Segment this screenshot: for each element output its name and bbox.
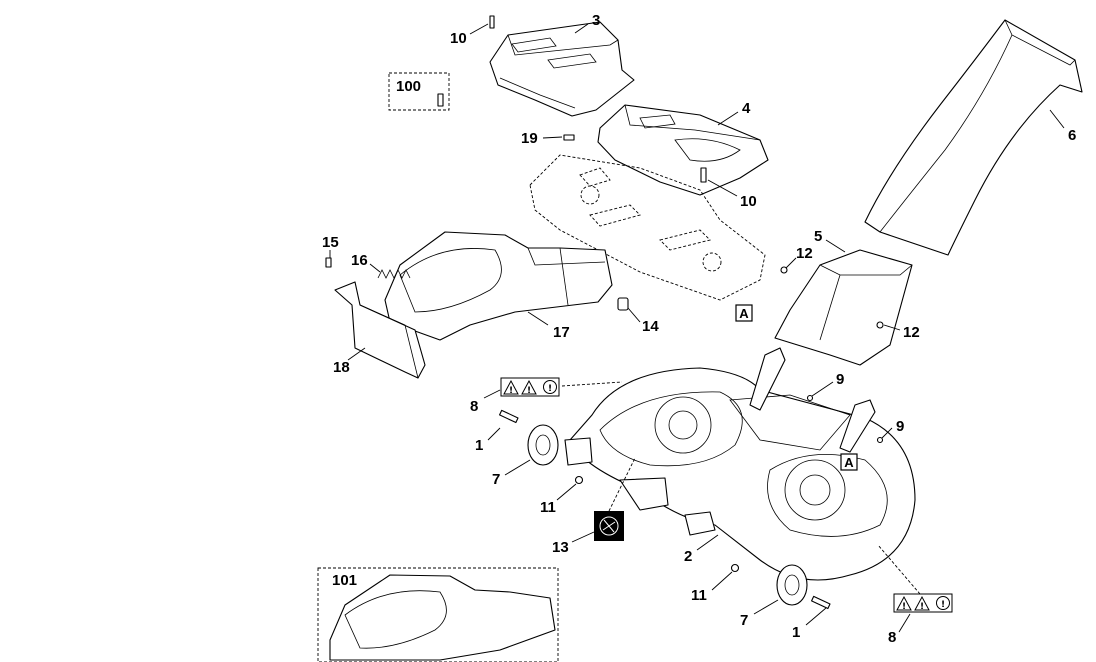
callout-16: 16 (351, 252, 368, 269)
ref-box-a-lower: A (840, 453, 858, 471)
callout-2: 2 (684, 548, 692, 565)
warning-symbol: ! (902, 602, 906, 612)
part-101-duct-alt (317, 567, 559, 662)
callout-4: 4 (742, 100, 751, 117)
part-14-pin (617, 297, 629, 311)
warning-symbol: ! (509, 386, 513, 396)
part-17-duct (384, 231, 613, 341)
callout-1: 1 (475, 437, 483, 454)
part-5-chute-mount (774, 249, 913, 366)
part-16-spring (377, 269, 411, 279)
callout-numbers: 3 10 100 4 19 10 6 15 16 5 12 12 17 14 1… (322, 12, 1076, 646)
callout-13: 13 (552, 539, 569, 556)
warning-symbol: ! (527, 386, 531, 396)
ref-box-a-upper: A (735, 304, 753, 322)
callout-5: 5 (814, 228, 822, 245)
callout-12: 12 (903, 324, 920, 341)
warning-symbol: ! (920, 602, 924, 612)
callout-6: 6 (1068, 127, 1076, 144)
fasteners (325, 15, 884, 610)
part-13-decal (594, 511, 624, 541)
part-100-screw (388, 72, 450, 111)
callout-100: 100 (396, 78, 421, 95)
warning-label-upper: ! ! ! (500, 377, 560, 397)
callout-9: 9 (836, 371, 844, 388)
callout-18: 18 (333, 359, 350, 376)
part-18-bracket (334, 281, 426, 379)
callout-11: 11 (691, 587, 707, 604)
callout-17: 17 (553, 324, 570, 341)
callout-101: 101 (332, 572, 357, 589)
callout-12: 12 (796, 245, 813, 262)
callout-11: 11 (540, 499, 556, 516)
warning-symbol: ! (941, 600, 945, 610)
callout-1: 1 (792, 624, 800, 641)
callout-3: 3 (592, 12, 600, 29)
callout-9: 9 (896, 418, 904, 435)
part-2-deck (564, 347, 916, 581)
mounting-plate-outline (529, 154, 766, 301)
warning-label-lower: ! ! ! (893, 593, 953, 613)
callout-7: 7 (492, 471, 500, 488)
part-7-wheel-right (776, 564, 808, 606)
callout-19: 19 (521, 130, 538, 147)
part-3-cover (489, 21, 635, 117)
callout-8: 8 (470, 398, 478, 415)
ref-box-letter: A (844, 455, 854, 470)
callout-10: 10 (740, 193, 757, 210)
part-7-wheel-left (527, 424, 559, 466)
warning-symbol: ! (548, 384, 552, 394)
callout-10: 10 (450, 30, 467, 47)
part-6-chute (864, 19, 1083, 256)
callout-7: 7 (740, 612, 748, 629)
callout-14: 14 (642, 318, 659, 335)
callout-15: 15 (322, 234, 339, 251)
ref-box-letter: A (739, 306, 749, 321)
leader-lines (329, 23, 1065, 633)
callout-8: 8 (888, 629, 896, 646)
part-4-cover (597, 104, 769, 196)
